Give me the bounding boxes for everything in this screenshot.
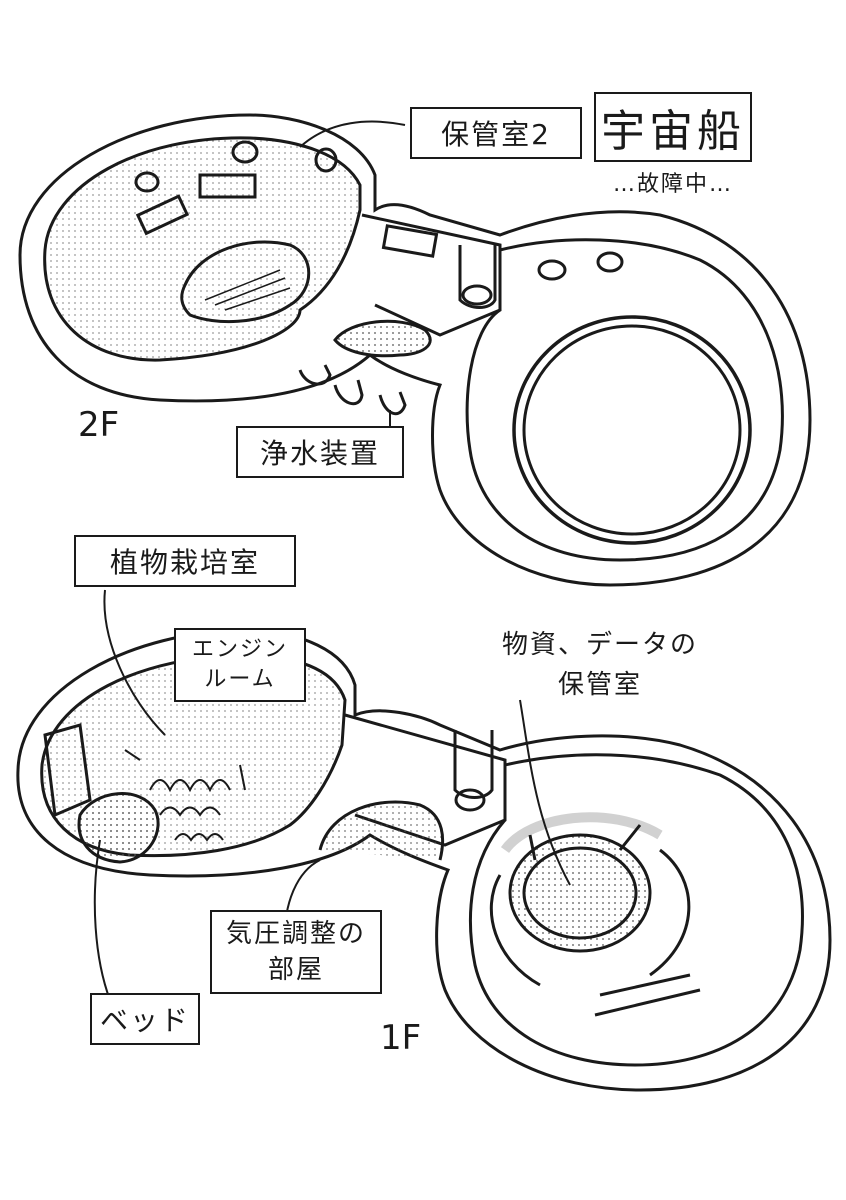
label-water-purifier: 浄水装置	[236, 426, 404, 478]
floor-2f-hull	[18, 113, 812, 587]
engine-room-line-1: エンジン	[191, 637, 288, 662]
floor-label-2f: 2F	[78, 405, 120, 445]
label-storage-room-2: 保管室2	[410, 107, 582, 159]
pressure-room-line-2: 部屋	[267, 955, 324, 985]
label-bed: ベッド	[90, 993, 200, 1045]
subtitle: …故障中…	[612, 172, 733, 197]
label-pressure-adjustment-room: 気圧調整の 部屋	[210, 910, 382, 994]
label-plant-cultivation-room: 植物栽培室	[74, 535, 296, 587]
label-supply-data-storage: 物資、データの 保管室	[500, 625, 700, 705]
supply-storage-line-1: 物資、データの	[501, 630, 698, 660]
label-engine-room: エンジン ルーム	[174, 628, 306, 702]
title-box: 宇宙船	[594, 92, 752, 162]
pressure-room-line-1: 気圧調整の	[225, 919, 366, 949]
supply-storage-line-2: 保管室	[557, 670, 642, 700]
floor-label-1f: 1F	[380, 1018, 422, 1058]
engine-room-line-2: ルーム	[204, 667, 276, 692]
